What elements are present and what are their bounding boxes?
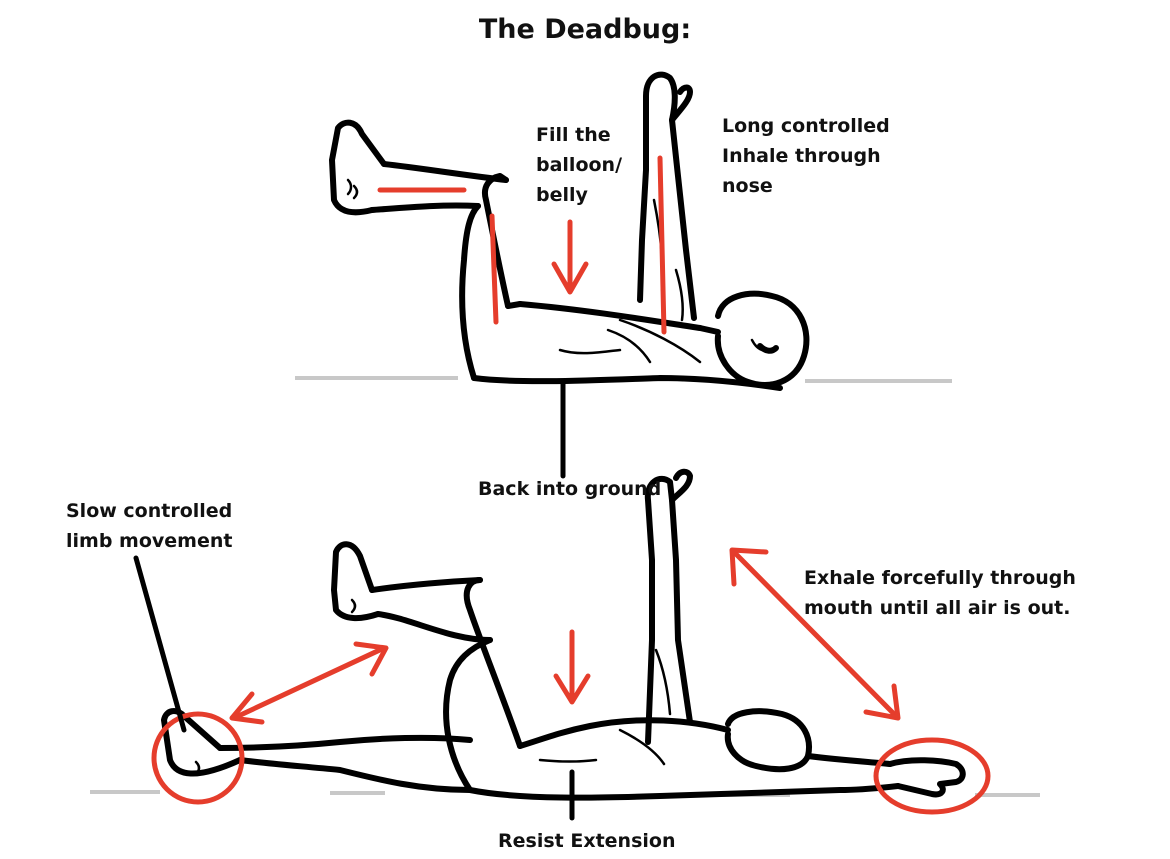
- ground-lines: [90, 376, 1040, 797]
- label-fill-balloon: Fill the balloon/ belly: [536, 124, 623, 206]
- label-slow-limb: Slow controlled limb movement: [66, 500, 233, 552]
- bottom-red-marks: [151, 547, 991, 815]
- leader-lines: [133, 555, 575, 821]
- bottom-figure: [161, 468, 966, 801]
- label-back-into-ground: Back into ground: [478, 478, 662, 500]
- diagram-title: The Deadbug:: [478, 14, 692, 45]
- top-red-marks: [377, 155, 667, 335]
- label-exhale: Exhale forcefully through mouth until al…: [804, 567, 1076, 619]
- top-figure: [329, 71, 810, 391]
- label-resist-extension: Resist Extension: [498, 830, 676, 852]
- label-inhale: Long controlled Inhale through nose: [722, 115, 890, 197]
